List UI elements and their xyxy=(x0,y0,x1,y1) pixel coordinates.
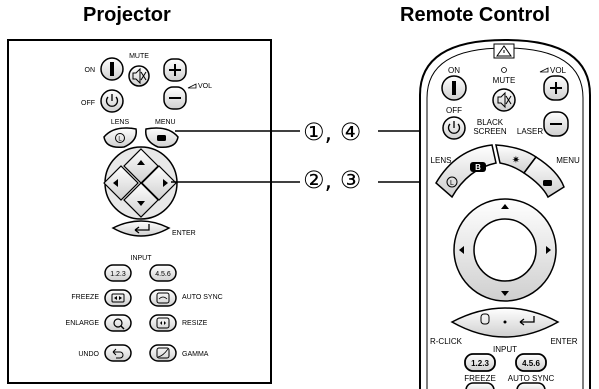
projector-input-123-label: 1.2.3 xyxy=(110,271,126,278)
projector-dpad-left[interactable] xyxy=(103,165,139,201)
projector-freeze-button[interactable] xyxy=(104,289,132,307)
projector-vol-down-button[interactable] xyxy=(163,86,187,110)
projector-dpad-right[interactable] xyxy=(141,165,177,201)
remote-input-123-button[interactable] xyxy=(464,353,496,372)
projector-mute-button[interactable] xyxy=(128,65,150,87)
projector-dpad-down[interactable] xyxy=(123,182,159,218)
projector-lens-button[interactable]: L xyxy=(103,127,137,149)
projector-resize-button[interactable] xyxy=(149,314,177,332)
remote-on-label: ON xyxy=(448,66,460,75)
remote-mute-indicator xyxy=(501,67,507,73)
remote-control-heading: Remote Control xyxy=(400,4,550,26)
remote-laser-warning-icon xyxy=(493,43,515,59)
remote-vol-down-button[interactable] xyxy=(543,111,569,137)
projector-enter-label: ENTER xyxy=(172,230,196,237)
projector-lens-label: LENS xyxy=(111,119,130,126)
remote-black-label: BLACK xyxy=(477,118,504,127)
callout-1-4: ①, ④ xyxy=(303,118,362,146)
remote-lens-label: LENS xyxy=(431,156,452,165)
remote-b-label: B xyxy=(475,163,481,172)
projector-heading: Projector xyxy=(83,4,171,26)
projector-on-label: ON xyxy=(85,67,96,74)
projector-off-label: OFF xyxy=(81,100,95,107)
remote-on-button[interactable] xyxy=(441,75,467,101)
remote-rclick-enter-button[interactable] xyxy=(450,307,560,338)
remote-lens-button[interactable]: L xyxy=(435,144,497,199)
projector-undo-label: UNDO xyxy=(78,351,99,358)
projector-enlarge-button[interactable] xyxy=(104,314,132,332)
remote-vol-icon xyxy=(539,67,549,73)
projector-vol-up-button[interactable] xyxy=(163,58,187,82)
projector-input-456-button[interactable] xyxy=(149,264,177,282)
projector-auto-sync-label: AUTO SYNC xyxy=(182,294,223,301)
projector-menu-label: MENU xyxy=(155,119,176,126)
projector-on-button[interactable] xyxy=(100,57,124,81)
remote-screen-label: SCREEN xyxy=(473,127,507,136)
projector-resize-label: RESIZE xyxy=(182,320,208,327)
remote-vol-label: VOL xyxy=(550,66,567,75)
projector-menu-button[interactable] xyxy=(145,127,179,149)
remote-dpad-up-icon[interactable] xyxy=(501,204,509,209)
remote-freeze-button[interactable] xyxy=(465,382,495,389)
remote-rclick-label: R-CLICK xyxy=(430,337,463,346)
svg-text:L: L xyxy=(118,137,122,143)
remote-auto-sync-button[interactable] xyxy=(516,382,546,389)
projector-vol-icon xyxy=(187,83,197,89)
projector-enlarge-label: ENLARGE xyxy=(66,320,100,327)
projector-mute-label: MUTE xyxy=(129,53,149,60)
projector-auto-sync-button[interactable] xyxy=(149,289,177,307)
remote-b-button[interactable] xyxy=(470,162,486,172)
projector-enter-button[interactable] xyxy=(111,220,171,237)
projector-input-456-label: 4.5.6 xyxy=(155,271,171,278)
remote-dpad-down-icon[interactable] xyxy=(501,291,509,296)
remote-enter-label: ENTER xyxy=(550,337,577,346)
remote-auto-sync-label: AUTO SYNC xyxy=(508,374,555,383)
remote-dpad-left-icon[interactable] xyxy=(459,246,464,254)
remote-laser-label: LASER xyxy=(517,127,543,136)
remote-off-button[interactable] xyxy=(442,116,466,140)
remote-menu-label: MENU xyxy=(556,156,580,165)
remote-mute-label: MUTE xyxy=(493,76,516,85)
remote-dpad-right-icon[interactable] xyxy=(546,246,551,254)
remote-dpad-center[interactable] xyxy=(473,218,537,282)
projector-freeze-label: FREEZE xyxy=(71,294,99,301)
projector-input-label: INPUT xyxy=(131,255,153,262)
svg-text:L: L xyxy=(450,180,454,187)
remote-input-456-button[interactable] xyxy=(515,353,547,372)
projector-input-123-button[interactable] xyxy=(104,264,132,282)
callout-2-3: ②, ③ xyxy=(303,166,362,194)
projector-undo-button[interactable] xyxy=(104,344,132,362)
projector-vol-label: VOL xyxy=(198,83,212,90)
remote-vol-up-button[interactable] xyxy=(543,75,569,101)
projector-gamma-button[interactable] xyxy=(149,344,177,362)
remote-menu-button[interactable] xyxy=(522,155,565,199)
remote-off-label: OFF xyxy=(446,106,462,115)
remote-input-123-label: 1.2.3 xyxy=(471,359,489,368)
remote-freeze-label: FREEZE xyxy=(464,374,496,383)
svg-text:✷: ✷ xyxy=(512,155,520,166)
projector-off-button[interactable] xyxy=(100,89,124,113)
remote-input-456-label: 4.5.6 xyxy=(522,359,540,368)
remote-input-label: INPUT xyxy=(493,345,517,354)
remote-mute-button[interactable] xyxy=(492,88,516,112)
projector-gamma-label: GAMMA xyxy=(182,351,209,358)
